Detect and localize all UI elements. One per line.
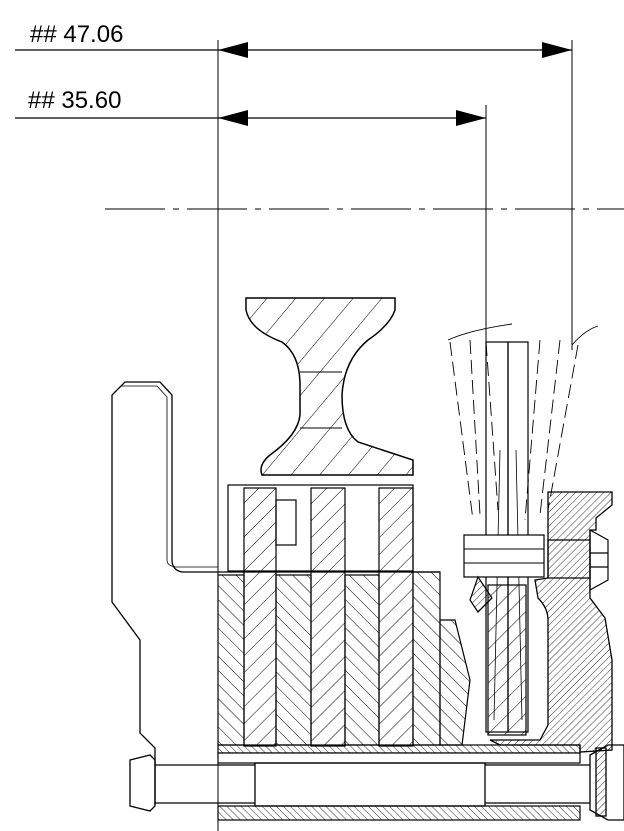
bottom-shaft — [129, 744, 624, 821]
base-plate — [217, 744, 581, 821]
dimension-label-35-60: ## 35.60 — [28, 87, 121, 114]
bolt-assembly — [463, 341, 609, 736]
housing-outline — [111, 381, 218, 805]
right-housing — [489, 491, 613, 753]
dimension-label-47-06: ## 47.06 — [30, 21, 123, 48]
phantom-lines — [449, 339, 579, 521]
dimension-35-60: ## 35.60 — [15, 87, 486, 126]
dimension-47-06: ## 47.06 — [15, 21, 572, 58]
plate-stack — [217, 484, 471, 747]
upper-bracket — [245, 297, 414, 476]
